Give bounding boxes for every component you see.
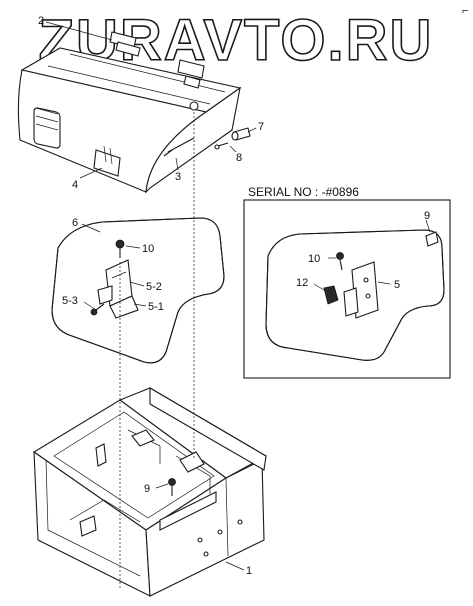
callout-1: 1 bbox=[246, 565, 252, 577]
base-frame-part bbox=[32, 387, 268, 597]
serial-inset: SERIAL NO : -#0896 bbox=[243, 185, 451, 379]
bracket-assembly-part bbox=[90, 239, 139, 319]
callout-6: 6 bbox=[72, 217, 78, 229]
callout-3: 3 bbox=[175, 171, 181, 183]
callout-8: 8 bbox=[236, 152, 242, 164]
bolt-part bbox=[214, 142, 229, 150]
pin-part bbox=[231, 127, 251, 141]
prop-rod-part bbox=[163, 137, 195, 157]
callout-9: 9 bbox=[144, 483, 150, 495]
callout-5-3: 5-3 bbox=[62, 295, 78, 307]
callout-4: 4 bbox=[72, 179, 78, 191]
callout-2: 2 bbox=[38, 15, 44, 27]
callout-5-1: 5-1 bbox=[148, 301, 164, 313]
callout-10-inset: 10 bbox=[308, 253, 320, 265]
hinge-part bbox=[109, 31, 205, 111]
callout-12: 12 bbox=[296, 277, 308, 289]
callout-10: 10 bbox=[142, 243, 154, 255]
callout-5-2: 5-2 bbox=[146, 281, 162, 293]
base-bolt-part bbox=[168, 478, 176, 496]
top-cover-part bbox=[17, 47, 242, 194]
callout-5-inset: 5 bbox=[394, 279, 400, 291]
callout-9-inset: 9 bbox=[424, 210, 430, 222]
callout-7: 7 bbox=[258, 121, 264, 133]
gasket-part bbox=[51, 217, 225, 364]
serial-note: SERIAL NO : -#0896 bbox=[248, 185, 359, 199]
corner-mark: ⌐ bbox=[462, 5, 468, 17]
